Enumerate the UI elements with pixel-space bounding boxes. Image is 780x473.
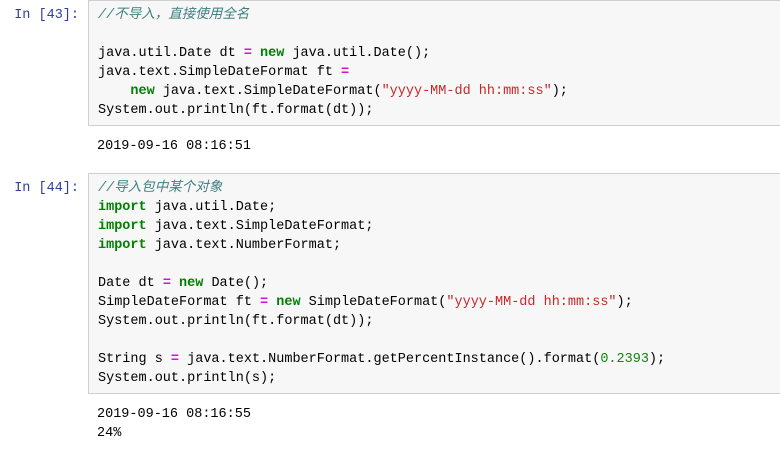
code-line: //导入包中某个对象 (98, 179, 780, 198)
code-token-plain (171, 276, 179, 291)
code-token-plain: System.out.println(ft.format(dt)); (98, 314, 374, 329)
code-token-plain: Date dt (98, 276, 163, 291)
code-token-plain: SimpleDateFormat( (300, 295, 447, 310)
code-token-op: = (260, 295, 269, 310)
code-line: import java.text.SimpleDateFormat; (98, 217, 780, 236)
cell-output-row: 2019-09-16 08:16:51 (0, 137, 780, 156)
code-token-plain: String s (98, 352, 171, 367)
code-editor[interactable]: //不导入，直接使用全名 java.util.Date dt = new java… (88, 0, 780, 126)
code-token-plain: ); (616, 295, 633, 310)
code-line: Date dt = new Date(); (98, 274, 780, 293)
input-prompt-label: In [43]: (14, 8, 79, 23)
cell-separator (0, 156, 780, 173)
code-token-plain: java.util.Date dt (98, 46, 244, 61)
code-line: System.out.println(s); (98, 369, 780, 388)
notebook-container: In [43]: //不导入，直接使用全名 java.util.Date dt = … (0, 0, 780, 443)
code-token-plain: System.out.println(s); (98, 371, 277, 386)
notebook-cell[interactable]: In [44]: //导入包中某个对象 import java.util.Date;… (0, 173, 780, 443)
code-token-op: = (162, 276, 171, 291)
code-token-kw: import (98, 200, 147, 215)
cell-output-row: 2019-09-16 08:16:55 24% (0, 405, 780, 443)
code-line: //不导入，直接使用全名 (98, 6, 780, 25)
code-token-kw: new (179, 276, 204, 291)
code-token-plain: java.text.SimpleDateFormat; (146, 219, 374, 234)
code-token-num: 0.2393 (600, 352, 649, 367)
code-line: import java.text.NumberFormat; (98, 236, 780, 255)
code-token-op: = (170, 352, 180, 367)
cell-output-stream: 2019-09-16 08:16:55 24% (88, 405, 780, 443)
cell-gap (0, 126, 780, 137)
code-token-str: "yyyy-MM-dd hh:mm:ss" (381, 84, 552, 99)
output-prompt-spacer (0, 137, 88, 156)
code-token-plain: ); (551, 84, 568, 99)
code-token-kw: new (130, 84, 155, 99)
code-token-plain: java.util.Date(); (284, 46, 431, 61)
code-line (98, 331, 780, 350)
code-token-plain: System.out.println(ft.format(dt)); (98, 103, 374, 118)
cell-output-stream: 2019-09-16 08:16:51 (88, 137, 780, 156)
code-token-plain: java.text.NumberFormat.getPercentInstanc… (179, 352, 601, 367)
output-line: 2019-09-16 08:16:51 (97, 139, 251, 154)
output-line: 24% (97, 426, 122, 441)
output-line: 2019-09-16 08:16:55 (97, 407, 251, 422)
code-token-plain: Date(); (203, 276, 269, 291)
input-prompt-label: In [44]: (14, 181, 79, 196)
code-token-plain: SimpleDateFormat ft (98, 295, 261, 310)
cell-input-row: In [43]: //不导入，直接使用全名 java.util.Date dt = … (0, 0, 780, 126)
output-prompt-spacer (0, 405, 88, 424)
code-token-plain: java.text.SimpleDateFormat ft (98, 65, 342, 80)
code-token-plain: ); (648, 352, 666, 367)
code-token-comment: //导入包中某个对象 (98, 181, 223, 196)
cell-input-row: In [44]: //导入包中某个对象 import java.util.Date;… (0, 173, 780, 394)
notebook-cell[interactable]: In [43]: //不导入，直接使用全名 java.util.Date dt = … (0, 0, 780, 156)
code-token-plain: java.text.NumberFormat; (146, 238, 342, 253)
code-line: java.util.Date dt = new java.util.Date()… (98, 44, 780, 63)
code-line (98, 255, 780, 274)
code-line: import java.util.Date; (98, 198, 780, 217)
code-token-op: = (341, 65, 350, 80)
code-token-plain: java.util.Date; (146, 200, 277, 215)
code-token-kw: new (276, 295, 301, 310)
code-line: String s = java.text.NumberFormat.getPer… (98, 350, 780, 369)
code-line: System.out.println(ft.format(dt)); (98, 101, 780, 120)
code-token-plain (98, 84, 130, 99)
code-line: SimpleDateFormat ft = new SimpleDateForm… (98, 293, 780, 312)
code-token-str: "yyyy-MM-dd hh:mm:ss" (446, 295, 617, 310)
cell-gap (0, 394, 780, 405)
code-token-comment: //不导入，直接使用全名 (98, 8, 250, 23)
code-token-plain: java.text.SimpleDateFormat( (154, 84, 382, 99)
code-token-kw: import (98, 219, 147, 234)
code-token-kw: new (260, 46, 285, 61)
code-line: new java.text.SimpleDateFormat("yyyy-MM-… (98, 82, 780, 101)
code-line: System.out.println(ft.format(dt)); (98, 312, 780, 331)
code-token-plain (252, 46, 260, 61)
code-token-op: = (243, 46, 252, 61)
code-line: java.text.SimpleDateFormat ft = (98, 63, 780, 82)
code-line (98, 25, 780, 44)
code-token-kw: import (98, 238, 147, 253)
